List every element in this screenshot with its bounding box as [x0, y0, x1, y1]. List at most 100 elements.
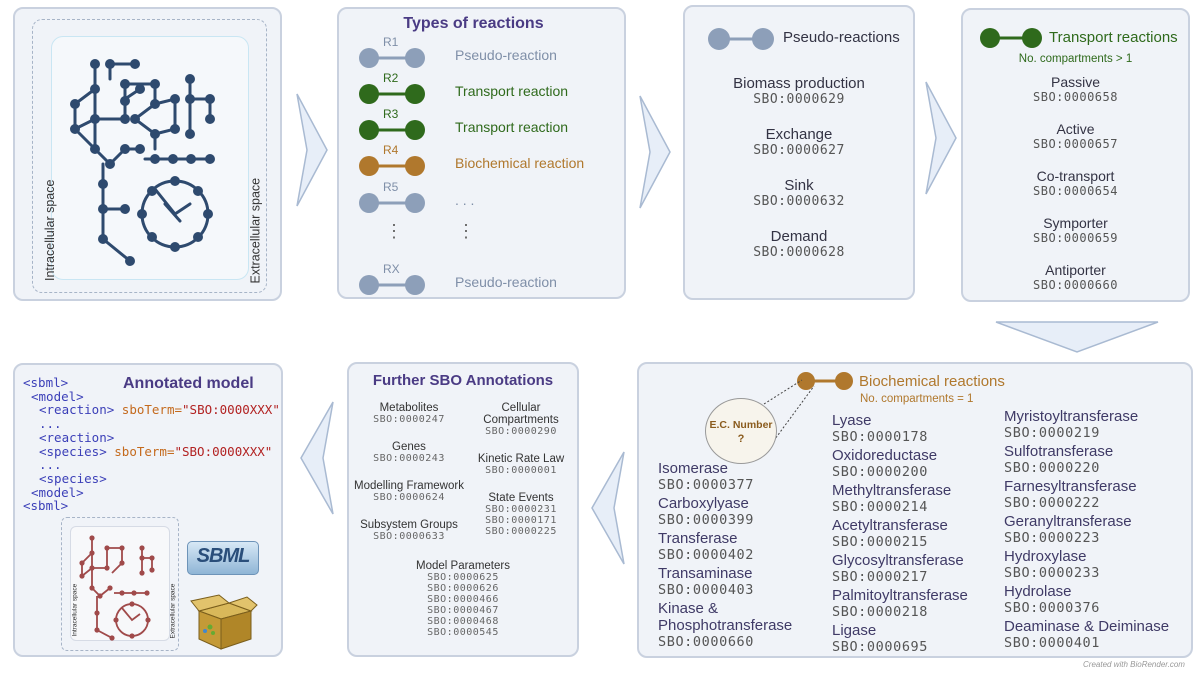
biochem-item-sbo: SBO:0000223 — [1004, 530, 1101, 546]
pseudo-reaction-sbo: SBO:0000627 — [753, 143, 845, 158]
sbml-logo: SBML — [187, 541, 259, 575]
biochem-item-sbo: SBO:0000660 — [658, 634, 755, 650]
transport-reactions-subtitle: No. compartments > 1 — [1018, 53, 1133, 65]
biochem-item-name: Glycosyltransferase — [832, 552, 964, 569]
transport-reactions-panel: Transport reactions No. compartments > 1… — [961, 8, 1190, 302]
code-text: <model> — [31, 388, 84, 404]
ec-number-question: ? — [737, 433, 745, 445]
transport-reactions-title: Transport reactions — [1049, 29, 1178, 46]
annotation-name: Compartments — [483, 414, 559, 426]
biochem-item-sbo: SBO:0000233 — [1004, 565, 1101, 581]
annotation-name: Model Parameters — [416, 560, 510, 572]
further-annotations-panel: Further SBO Annotations Metabolites SBO:… — [347, 362, 579, 657]
annotated-model-panel: Annotated model <sbml> <model> <reaction… — [13, 363, 283, 657]
annotation-sbo: SBO:0000624 — [373, 492, 445, 503]
biochem-item-name: Ligase — [832, 622, 877, 639]
biorender-credit: Created with BioRender.com — [1083, 660, 1185, 669]
annotation-name: Metabolites — [379, 402, 439, 414]
code-value: "SBO:0000XXX" — [174, 443, 273, 459]
annotation-sbo: SBO:0000545 — [427, 627, 499, 638]
pseudo-reaction-name: Exchange — [765, 126, 833, 143]
reaction-types-title: Types of reactions — [403, 15, 544, 32]
biochem-item-sbo: SBO:0000399 — [658, 512, 755, 528]
reaction-id-label: R5 — [383, 180, 399, 194]
code-text: <sbml> — [23, 375, 69, 390]
flow-arrow-down — [995, 321, 1159, 353]
pseudo-reaction-icon — [708, 28, 774, 50]
code-line: <reaction> — [23, 429, 283, 445]
pseudo-reaction-sbo: SBO:0000628 — [753, 245, 845, 260]
annotation-sbo: SBO:0000247 — [373, 414, 445, 425]
metabolites-annotation: Metabolites SBO:0000247 — [355, 402, 463, 425]
transport-reaction-sbo: SBO:0000654 — [1033, 184, 1118, 198]
biochem-item-name: Acetyltransferase — [832, 517, 948, 534]
biochem-item-sbo: SBO:0000401 — [1004, 635, 1101, 651]
biochem-item-name: Sulfotransferase — [1004, 443, 1114, 460]
code-text: <species> — [39, 443, 107, 459]
biochem-item-sbo: SBO:0000402 — [658, 547, 755, 563]
reaction-type-row: R5. . . — [339, 180, 619, 214]
transport-reaction-name: Co-transport — [1036, 168, 1115, 184]
annotation-sbo: SBO:0000625 — [427, 572, 499, 583]
biochemical-reaction-icon — [797, 372, 853, 390]
annotation-sbo: SBO:0000231 — [485, 504, 557, 515]
flow-arrow-right-3 — [925, 81, 957, 195]
code-attr: sboTerm= — [121, 402, 183, 418]
annotation-name: Subsystem Groups — [360, 519, 458, 531]
reaction-dumbbell-icon — [359, 48, 425, 68]
code-text: <reaction> — [39, 429, 115, 445]
transport-reaction-name: Symporter — [1043, 215, 1108, 231]
annotation-name: Genes — [392, 441, 426, 453]
code-line: <reaction> sboTerm="SBO:0000XXX" — [23, 403, 283, 417]
biochem-kinase-item: Kinase & Phosphotransferase SBO:0000660 — [658, 600, 828, 651]
biochem-item-name: Methyltransferase — [832, 482, 952, 499]
extracellular-space-label: Extracellular space — [248, 177, 263, 284]
biochem-item-name: Kinase & — [658, 600, 719, 617]
kinetic-annotation: Kinetic Rate Law SBO:0000001 — [467, 453, 575, 476]
pseudo-reaction-name: Biomass production — [733, 75, 865, 92]
reaction-id-label: R1 — [383, 35, 399, 49]
biochem-item-sbo: SBO:0000200 — [832, 464, 929, 480]
transport-reaction-name: Passive — [1050, 74, 1101, 90]
code-text: <species> — [39, 470, 107, 486]
annotation-name: Cellular — [501, 402, 541, 414]
package-box-icon — [190, 594, 258, 650]
annotation-sbo: SBO:0000626 — [427, 583, 499, 594]
annotation-sbo: SBO:0000243 — [373, 453, 445, 464]
code-text: ... — [39, 457, 62, 473]
annotation-sbo: SBO:0000290 — [485, 426, 557, 437]
biochem-item-sbo: SBO:0000214 — [832, 499, 929, 515]
biochem-item-name: Transaminase — [658, 565, 753, 582]
pseudo-reaction-sbo: SBO:0000629 — [753, 92, 845, 107]
biochem-item-sbo: SBO:0000218 — [832, 604, 929, 620]
biochem-item-name: Deaminase & Deiminase — [1004, 618, 1170, 635]
biochem-item-name: Hydrolase — [1004, 583, 1072, 600]
sbml-code-snippet: <sbml> <model> <reaction> sboTerm="SBO:0… — [23, 376, 283, 513]
transport-reaction-sbo: SBO:0000660 — [1033, 278, 1118, 292]
annotation-sbo: SBO:0000001 — [485, 465, 557, 476]
ec-number-callout-lines — [763, 379, 815, 455]
code-line: ... — [23, 417, 283, 431]
annotation-name: State Events — [488, 492, 554, 504]
transport-reaction-name: Active — [1056, 121, 1095, 137]
annotation-sbo: SBO:0000468 — [427, 616, 499, 627]
genes-annotation: Genes SBO:0000243 — [355, 441, 463, 464]
biochem-item-sbo: SBO:0000215 — [832, 534, 929, 550]
ec-number-circle: E.C. Number ? — [705, 398, 777, 464]
